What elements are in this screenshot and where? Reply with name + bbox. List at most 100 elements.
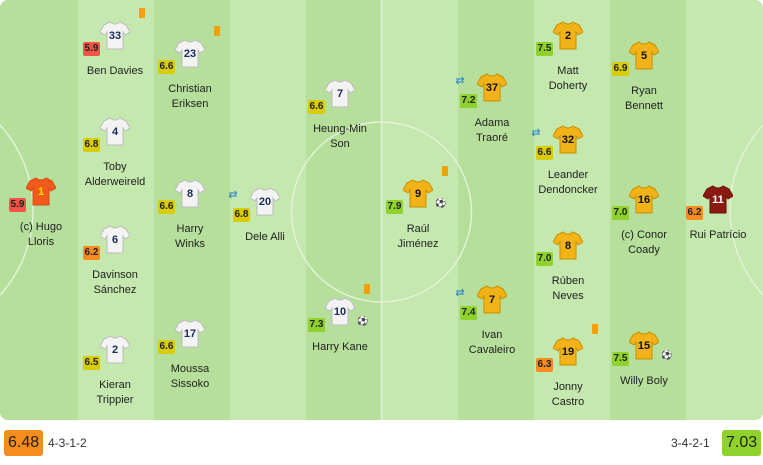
shirt-icon: 32 bbox=[553, 124, 583, 154]
home-team-rating: 6.48 bbox=[4, 430, 44, 456]
player-name-line-2: Trippier bbox=[96, 394, 134, 406]
goal-ball-icon: ⚽ bbox=[435, 198, 447, 208]
player-rating: 7.9 bbox=[386, 200, 403, 214]
shirt-icon: 33 bbox=[100, 20, 130, 50]
player-rating: 6.6 bbox=[308, 100, 325, 114]
shirt-icon: 6 bbox=[100, 224, 130, 254]
player-name-line-1: Rui Patrício bbox=[689, 229, 747, 241]
player-rating: 6.9 bbox=[612, 62, 629, 76]
player-rating: 6.6 bbox=[158, 340, 175, 354]
shirt-icon: 23 bbox=[175, 38, 205, 68]
player-rating: 5.9 bbox=[9, 198, 26, 212]
player-name-line-1: Ryan bbox=[631, 85, 657, 97]
player-name-line-1: Davinson bbox=[92, 269, 138, 281]
pitch-lines bbox=[0, 0, 763, 420]
shirt-icon: 8 bbox=[553, 230, 583, 260]
shirt-number: 1 bbox=[37, 186, 45, 198]
player-name-line-1: Leander bbox=[547, 169, 589, 181]
shirt-icon: 19 bbox=[553, 336, 583, 366]
yellow-card-icon bbox=[364, 284, 370, 294]
shirt-icon: 4 bbox=[100, 116, 130, 146]
player-name-line-1: Rúben bbox=[551, 275, 585, 287]
player-name-line-2: Traoré bbox=[476, 132, 508, 144]
shirt-number: 7 bbox=[336, 88, 344, 100]
substitution-icon: ⇄ bbox=[228, 189, 238, 201]
player-name: Rui Patrício bbox=[658, 228, 763, 243]
shirt-number: 2 bbox=[111, 344, 119, 356]
shirt-number: 32 bbox=[561, 134, 575, 146]
footer-bar: 6.48 4-3-1-2 3-4-2-1 7.03 bbox=[0, 420, 763, 465]
player-name-line-1: Harry Kane bbox=[312, 341, 368, 353]
player-name-line-1: Matt bbox=[557, 65, 579, 77]
player-name: Willy Boly bbox=[584, 374, 704, 389]
shirt-icon: 15 bbox=[629, 330, 659, 360]
player-rating: 6.6 bbox=[536, 146, 553, 160]
player-name-line-1: Willy Boly bbox=[620, 375, 668, 387]
shirt-number: 33 bbox=[108, 30, 122, 42]
player-name-line-2: Sánchez bbox=[93, 284, 137, 296]
shirt-icon: 5 bbox=[629, 40, 659, 70]
player-rating: 6.8 bbox=[233, 208, 250, 222]
shirt-icon: 8 bbox=[175, 178, 205, 208]
substitution-icon: ⇄ bbox=[455, 287, 465, 299]
shirt-number: 11 bbox=[712, 194, 724, 206]
pitch-stripe bbox=[306, 0, 382, 420]
shirt-icon: 7 bbox=[325, 78, 355, 108]
shirt-icon: 20 bbox=[250, 186, 280, 216]
shirt-number: 23 bbox=[183, 48, 197, 60]
substitution-icon: ⇄ bbox=[455, 75, 465, 87]
player-rating: 7.4 bbox=[460, 306, 477, 320]
player-rating: 7.0 bbox=[612, 206, 629, 220]
player-name-line-1: (c) Hugo bbox=[19, 221, 63, 233]
player-name-line-1: Ivan bbox=[481, 329, 503, 341]
player-name-line-2: Winks bbox=[175, 238, 205, 250]
goal-ball-icon: ⚽ bbox=[357, 316, 369, 326]
player-name-line-1: Ben Davies bbox=[86, 65, 144, 77]
away-formation: 3-4-2-1 bbox=[671, 436, 710, 450]
player-name-line-2: Cavaleiro bbox=[468, 344, 516, 356]
shirt-icon: 37 bbox=[477, 72, 507, 102]
shirt-icon: 2 bbox=[553, 20, 583, 50]
shirt-number: 2 bbox=[564, 30, 572, 42]
player-name-line-1: Dele Alli bbox=[245, 231, 285, 243]
yellow-card-icon bbox=[442, 166, 448, 176]
player-rating: 5.9 bbox=[83, 42, 100, 56]
player-name: Harry Kane bbox=[280, 340, 400, 355]
player-rating: 6.2 bbox=[83, 246, 100, 260]
player-name-line-1: Christian bbox=[168, 83, 212, 95]
shirt-number: 17 bbox=[183, 328, 197, 340]
shirt-number: 5 bbox=[640, 50, 648, 62]
